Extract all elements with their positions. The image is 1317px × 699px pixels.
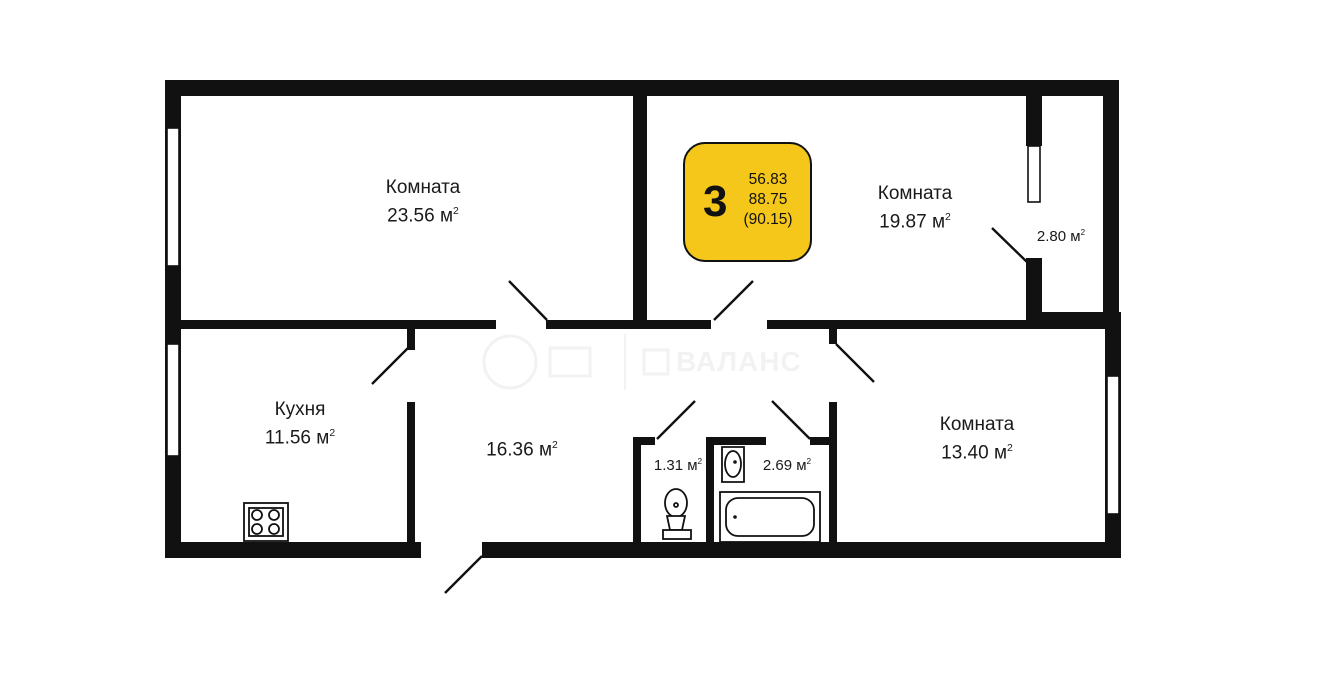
wall-toilet-bath-divider (706, 437, 714, 552)
outer-wall-bottom-left (165, 542, 421, 558)
door-room-top-left (508, 280, 548, 321)
kitchen-area: 11.56 м2 (264, 427, 336, 449)
room-top-left-label: Комната 23.56 м2 (338, 176, 508, 228)
door-toilet (656, 400, 696, 440)
room-top-right-area: 19.87 м2 (879, 211, 951, 233)
room-top-right-name: Комната (877, 183, 953, 204)
watermark-logo-icon (482, 334, 670, 390)
wall-mid-right (767, 320, 1119, 329)
kitchen-label: Кухня 11.56 м2 (215, 398, 385, 450)
toilet-label: 1.31 м2 (645, 453, 711, 475)
wall-kitchen-right-top (407, 324, 415, 350)
door-entrance (444, 555, 483, 594)
window-left-top (166, 127, 180, 267)
badge-areas: 56.83 88.75 (90.15) (739, 170, 797, 230)
bathroom-area: 2.69 м2 (762, 456, 812, 474)
wall-toilet-left (633, 437, 641, 552)
room-top-left-area: 23.56 м2 (387, 205, 459, 227)
window-balcony (1027, 145, 1041, 203)
apartment-summary-badge: 3 56.83 88.75 (90.15) (683, 142, 812, 262)
bathroom-label: 2.69 м2 (752, 453, 822, 475)
door-room-top-right (713, 280, 754, 321)
total-area-with-balcony: (90.15) (743, 211, 793, 228)
room-bottom-right-name: Комната (939, 414, 1015, 435)
bathtub-icon (719, 491, 821, 543)
outer-wall-right-top (1103, 80, 1119, 320)
living-area: 56.83 (748, 171, 788, 188)
wall-toilet-top (633, 437, 655, 445)
balcony-area: 2.80 м2 (1036, 227, 1086, 245)
wall-bath-top-left (706, 437, 766, 445)
watermark-brand-text: ВАЛАНС (676, 346, 802, 377)
wall-bath-top-right (810, 437, 837, 445)
door-kitchen (371, 346, 410, 385)
outer-wall-bottom-right (482, 542, 1121, 558)
wall-mid-center (546, 320, 711, 329)
window-right (1106, 375, 1120, 515)
wall-mid-left (165, 320, 496, 329)
total-area: 88.75 (748, 191, 788, 208)
wall-balcony-left-lower (1026, 258, 1042, 320)
rooms-count: 3 (703, 177, 728, 226)
room-top-right-label: Комната 19.87 м2 (830, 182, 1000, 234)
kitchen-name: Кухня (274, 399, 326, 420)
door-balcony (991, 227, 1028, 263)
room-top-left-name: Комната (385, 177, 461, 198)
room-bottom-right-area: 13.40 м2 (941, 442, 1013, 464)
window-left-bottom (166, 343, 180, 457)
door-bathroom (771, 400, 811, 440)
room-bottom-right-label: Комната 13.40 м2 (892, 413, 1062, 465)
wall-room-right-left-top (829, 324, 837, 344)
toilet-icon (662, 488, 692, 540)
hall-label: 16.36 м2 (442, 434, 602, 462)
wall-vertical-top-center (633, 96, 647, 328)
door-room-bottom-right (835, 343, 875, 383)
hall-area: 16.36 м2 (486, 439, 558, 461)
stove-icon (243, 502, 289, 542)
watermark: ВАЛАНС (480, 332, 840, 392)
toilet-area: 1.31 м2 (653, 456, 703, 474)
wall-kitchen-right-bottom (407, 402, 415, 552)
sink-icon (721, 446, 745, 483)
wall-balcony-left (1026, 96, 1042, 146)
balcony-label: 2.80 м2 (1026, 224, 1096, 246)
outer-wall-top (165, 80, 1119, 96)
wall-room-right-left-bottom (829, 402, 837, 552)
